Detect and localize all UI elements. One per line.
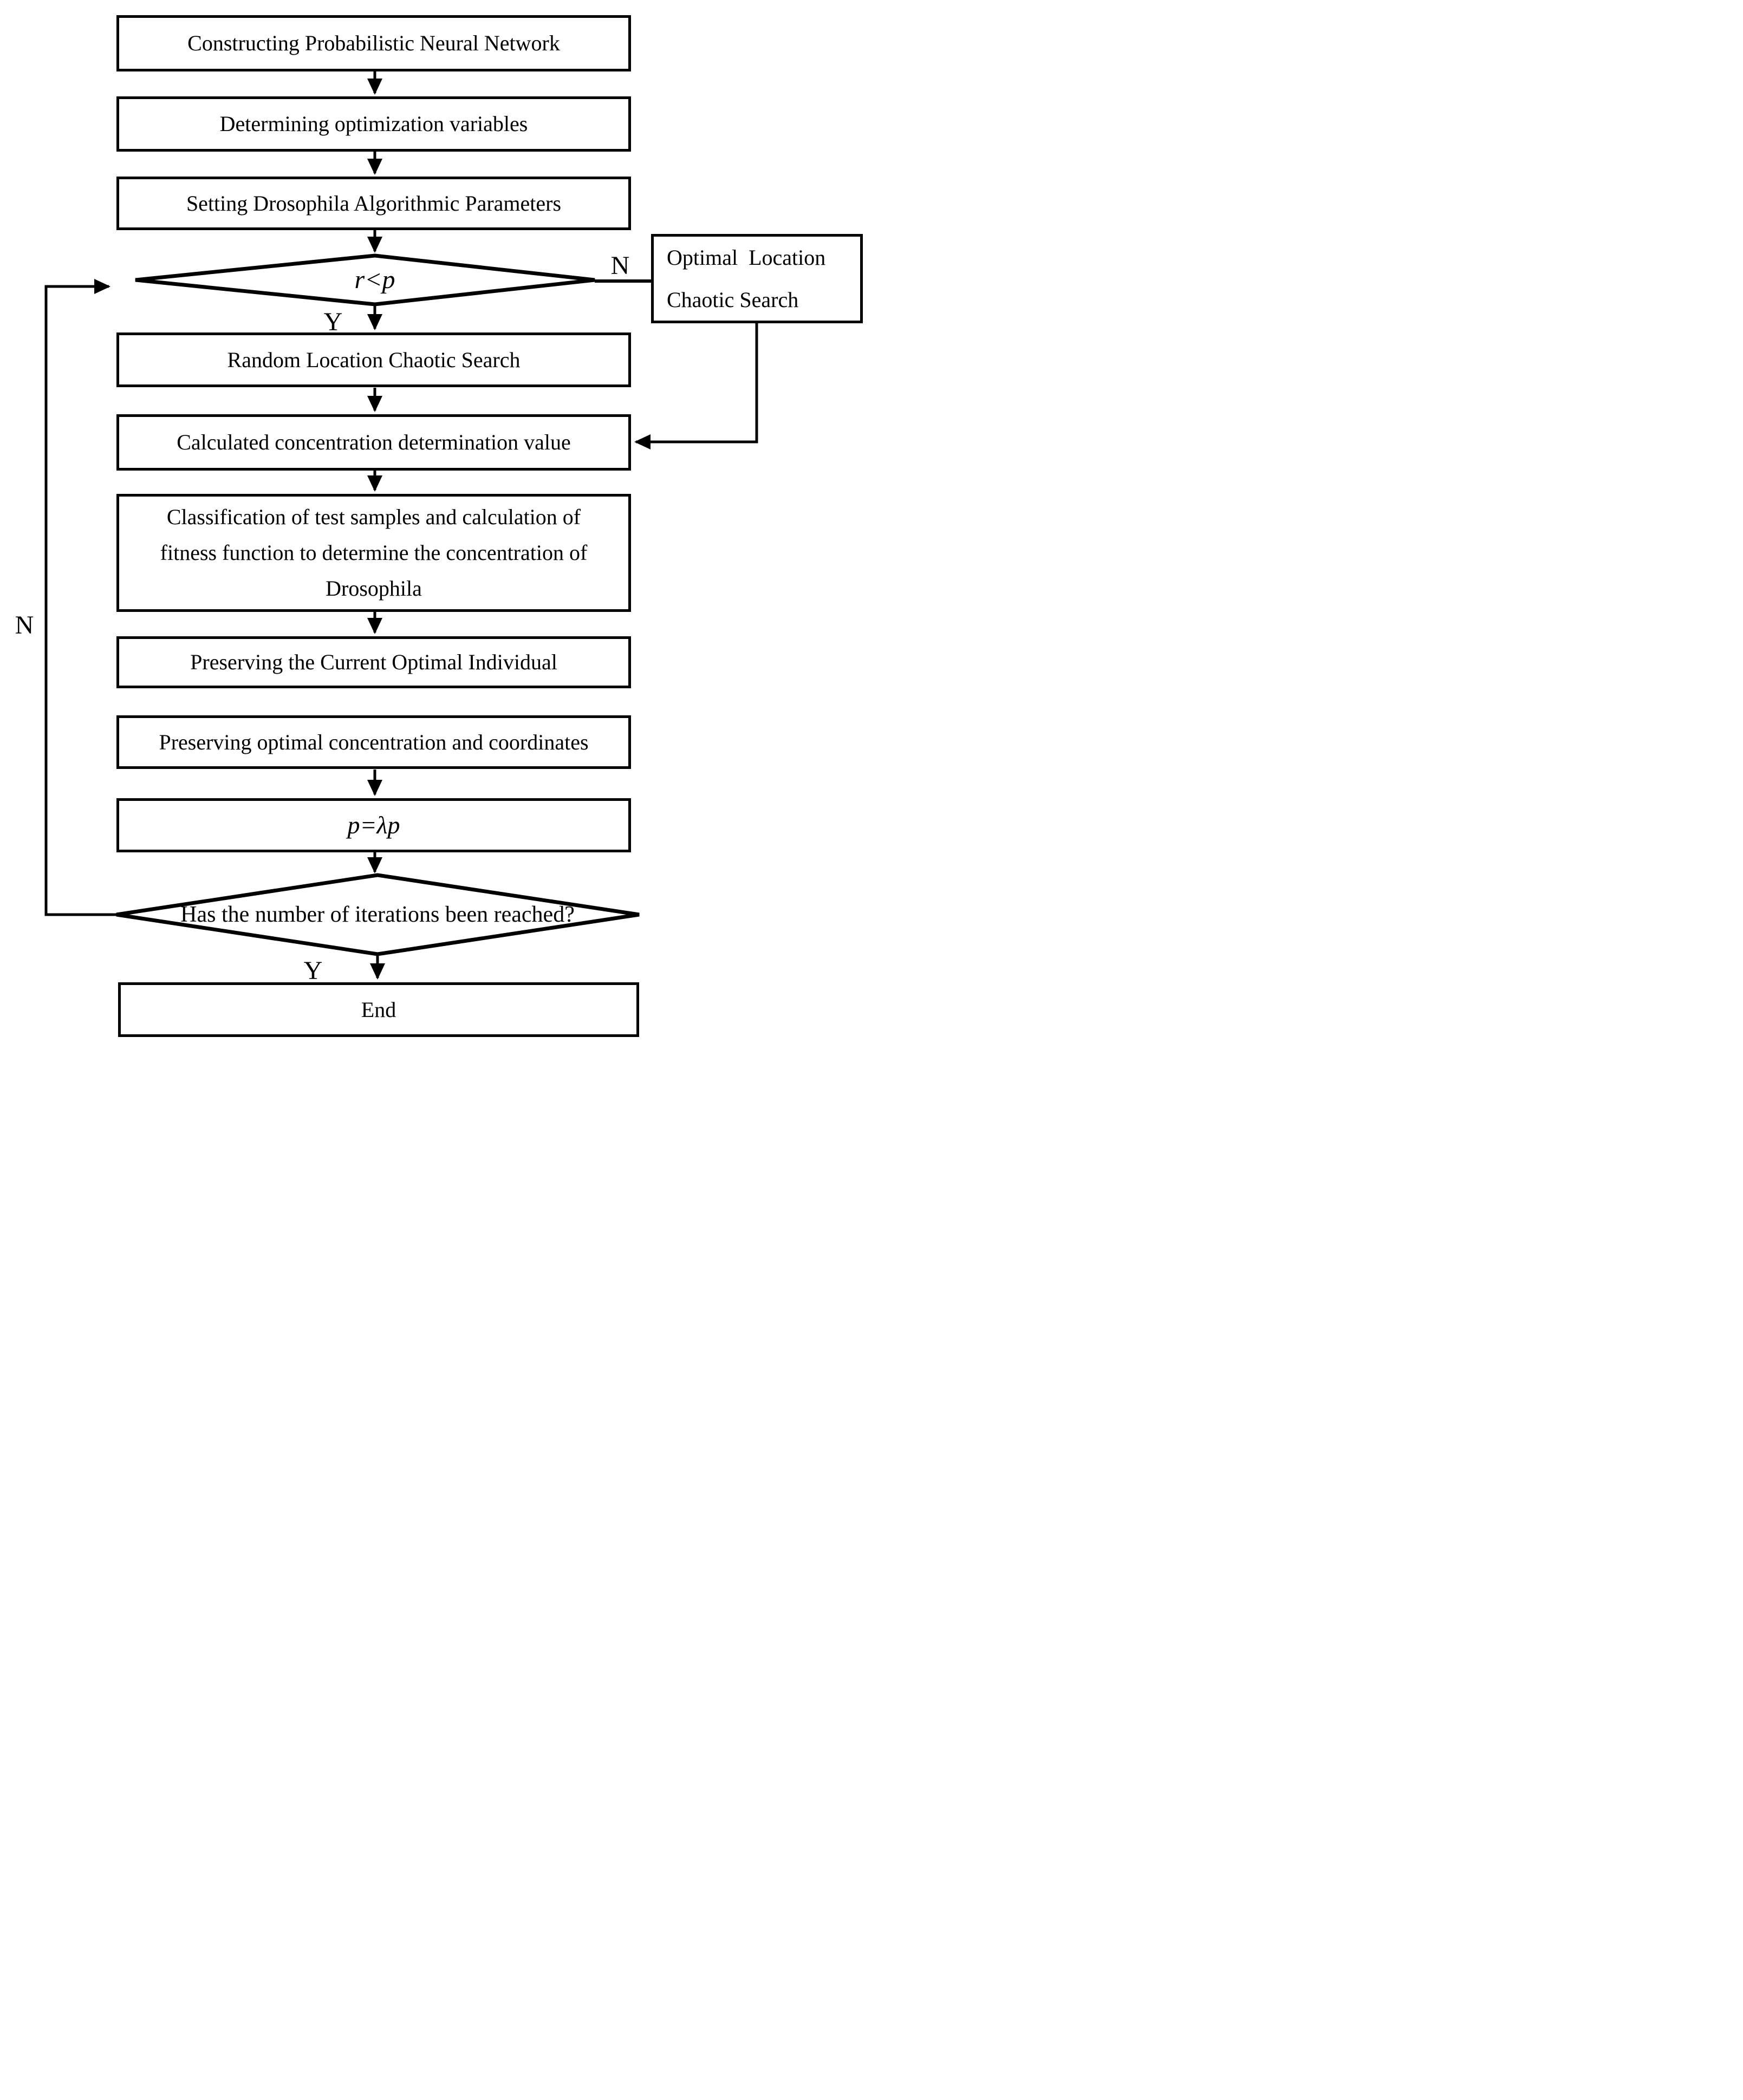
node-random-location-chaotic-search: Random Location Chaotic Search [116,332,631,387]
node-label-line2: Chaotic Search [667,287,799,312]
branch-label-rp-no: N [610,251,630,280]
decision-diamond-iterations [116,873,640,956]
edge-optimal-to-calculated [634,323,758,449]
node-preserving-optimal-individual: Preserving the Current Optimal Individua… [116,636,631,688]
branch-label-iterations-yes: Y [303,956,323,985]
branch-label-rp-yes: Y [323,307,343,336]
node-label: End [361,997,396,1022]
node-calculated-concentration: Calculated concentration determination v… [116,414,631,471]
flowchart-canvas: Constructing Probabilistic Neural Networ… [0,0,872,1050]
branch-label-iterations-no: N [15,610,34,640]
node-label-line1: Classification of test samples and calcu… [166,505,581,529]
node-label: Determining optimization variables [219,112,528,136]
node-label: Calculated concentration determination v… [177,430,571,454]
node-label-line1: Optimal Location [667,245,826,270]
connector-layer [44,71,758,980]
node-label: p=λp [347,811,400,839]
node-label: Random Location Chaotic Search [227,347,521,372]
decision-diamond-rp [135,253,595,306]
node-classification-fitness: Classification of test samples and calcu… [116,494,631,612]
decision-rp-label: r<p [354,265,395,294]
node-label: Preserving optimal concentration and coo… [159,729,589,754]
node-label: Constructing Probabilistic Neural Networ… [187,31,560,55]
edge-iterations-no-feedback-loop [44,279,116,916]
node-update-p-formula: p=λp [116,798,631,852]
node-end: End [118,982,639,1037]
node-setting-parameters: Setting Drosophila Algorithmic Parameter… [116,177,631,230]
node-label-line2: fitness function to determine the concen… [160,540,588,565]
node-label: Preserving the Current Optimal Individua… [190,650,557,674]
decision-iterations-label: Has the number of iterations been reache… [180,902,575,927]
node-determining-variables: Determining optimization variables [116,96,631,152]
node-label: Setting Drosophila Algorithmic Parameter… [186,191,562,216]
node-label-line3: Drosophila [326,576,422,601]
node-optimal-location-chaotic-search: Optimal Location Chaotic Search [651,234,863,323]
node-preserving-concentration-coordinates: Preserving optimal concentration and coo… [116,715,631,769]
node-constructing-pnn: Constructing Probabilistic Neural Networ… [116,15,631,71]
